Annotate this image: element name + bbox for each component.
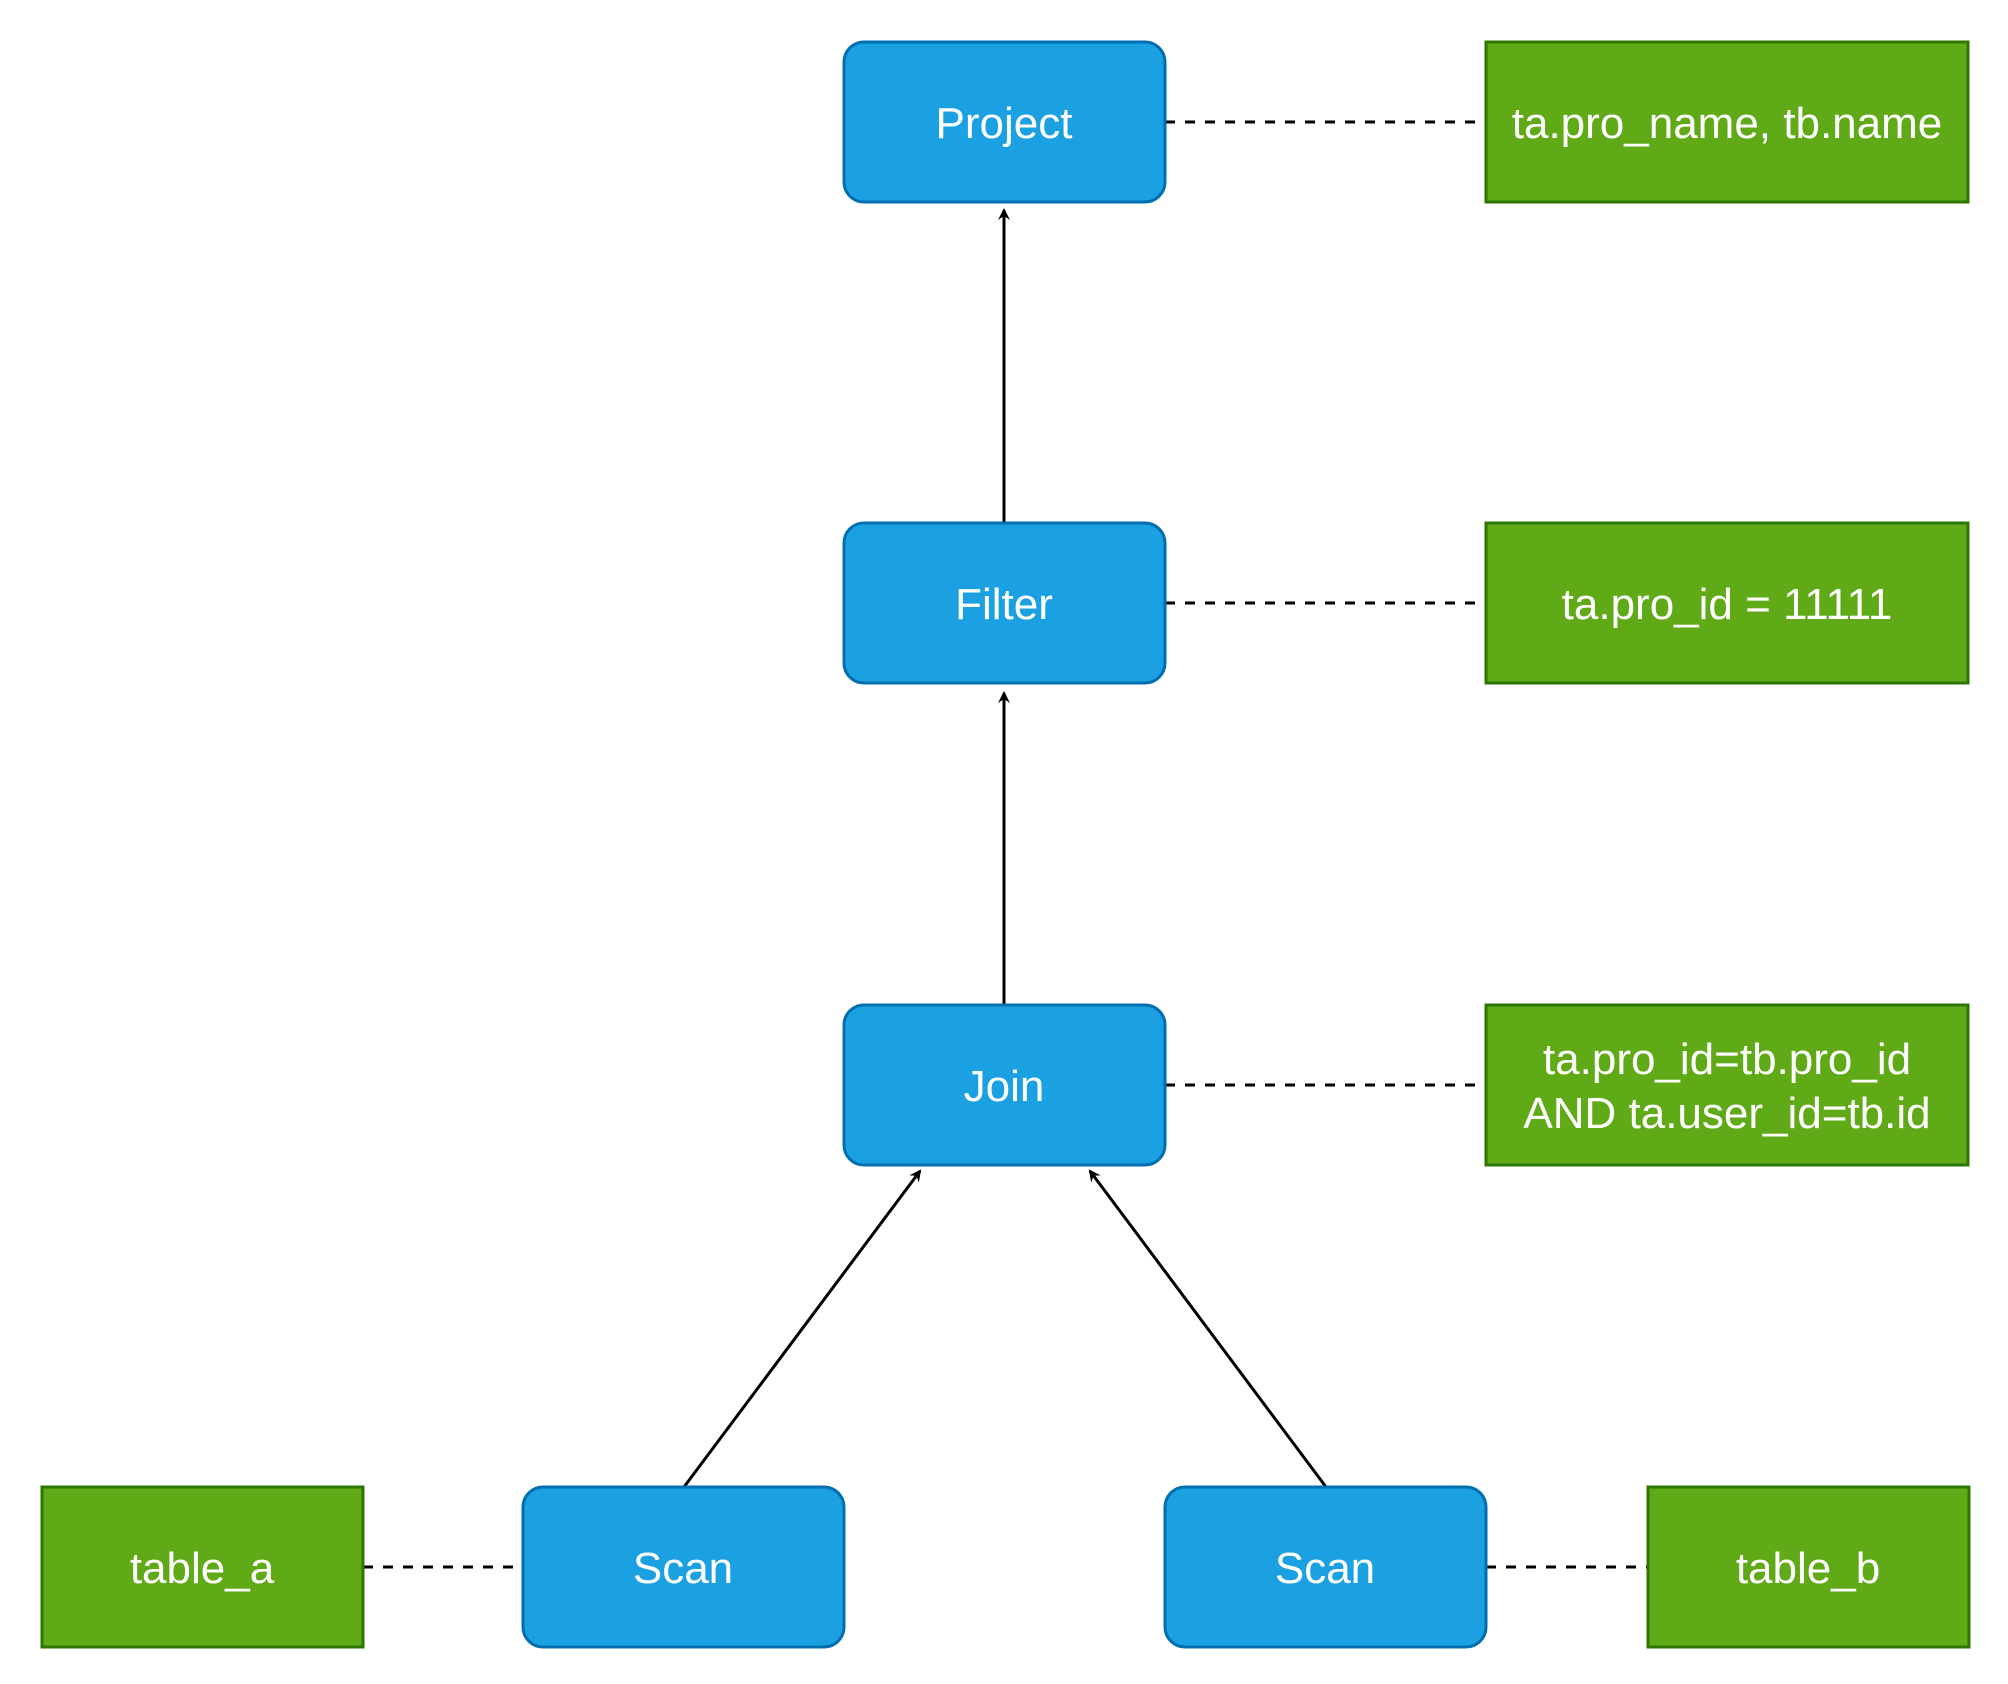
note-join-text-line2: AND ta.user_id=tb.id	[1523, 1089, 1930, 1138]
edge-scan-right-to-join	[1088, 1169, 1328, 1488]
edge-scan-left-to-join	[682, 1169, 922, 1488]
node-join[interactable]: Join	[842, 1003, 1167, 1167]
node-scan-left-label: Scan	[633, 1544, 733, 1593]
note-table-a[interactable]: table_a	[40, 1485, 365, 1649]
node-filter-label: Filter	[955, 580, 1053, 629]
node-join-label: Join	[964, 1062, 1045, 1111]
note-project[interactable]: ta.pro_name, tb.name	[1484, 40, 1970, 204]
note-table-b-text: table_b	[1736, 1544, 1880, 1593]
note-filter-text: ta.pro_id = 11111	[1562, 580, 1893, 629]
node-scan-left[interactable]: Scan	[521, 1485, 846, 1649]
note-project-text: ta.pro_name, tb.name	[1512, 99, 1942, 148]
note-join-text-line1: ta.pro_id=tb.pro_id	[1543, 1035, 1911, 1084]
node-scan-right-label: Scan	[1275, 1544, 1375, 1593]
note-filter[interactable]: ta.pro_id = 11111	[1484, 521, 1970, 685]
note-table-b[interactable]: table_b	[1646, 1485, 1971, 1649]
note-join[interactable]: ta.pro_id=tb.pro_id AND ta.user_id=tb.id	[1484, 1003, 1970, 1167]
node-project[interactable]: Project	[842, 40, 1167, 204]
node-project-label: Project	[936, 99, 1073, 148]
annotation-connectors	[363, 120, 1648, 1569]
node-scan-right[interactable]: Scan	[1163, 1485, 1488, 1649]
node-filter[interactable]: Filter	[842, 521, 1167, 685]
note-table-a-text: table_a	[130, 1544, 275, 1593]
edges	[682, 208, 1328, 1488]
